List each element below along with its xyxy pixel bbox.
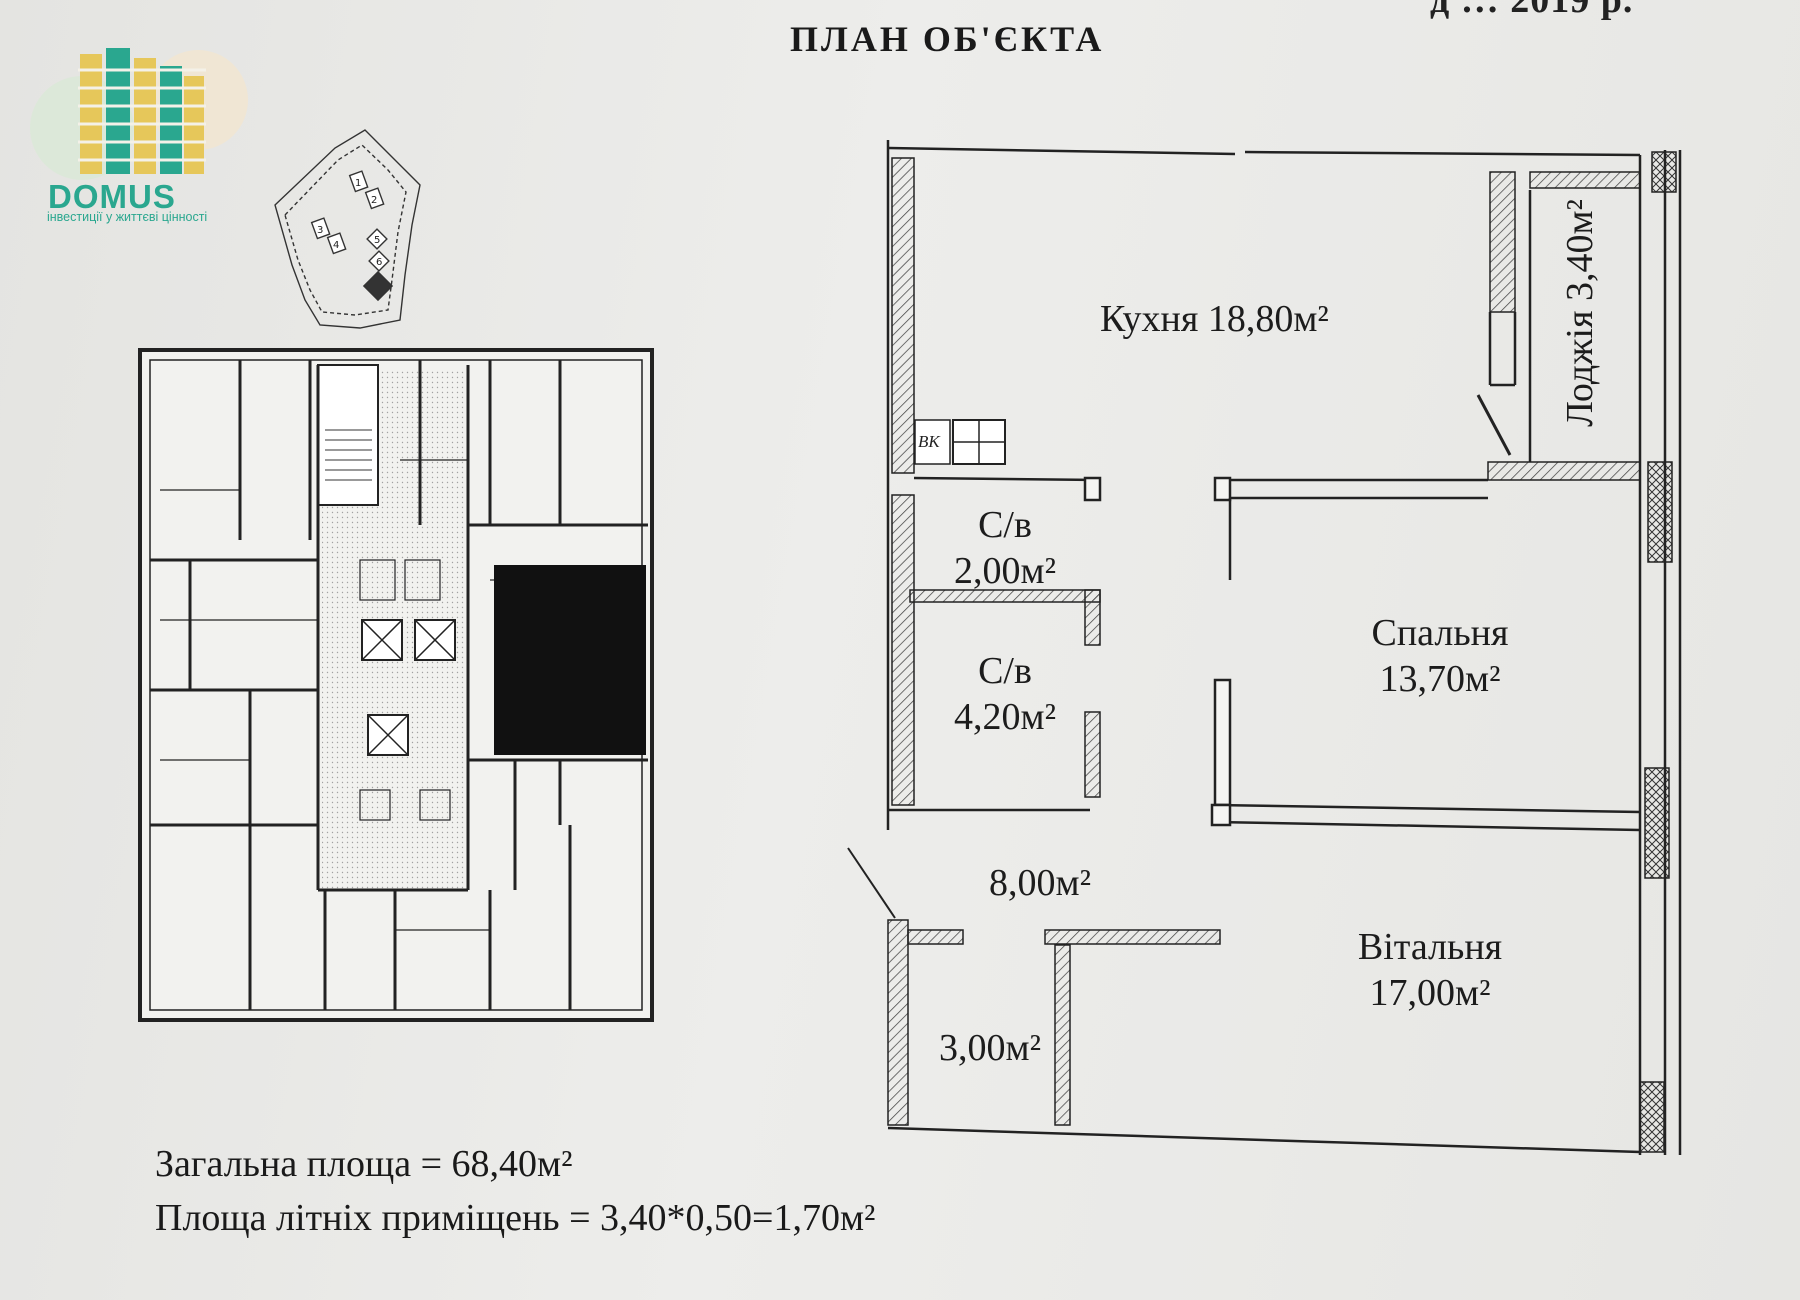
wall (1084, 589, 1101, 646)
wall-column (1647, 461, 1673, 563)
room-name: Кухня (1100, 298, 1199, 340)
total-area-line: Загальна площа = 68,40м² (155, 1143, 573, 1185)
wall (1487, 461, 1641, 481)
room-area: 3,40м² (1559, 199, 1601, 302)
room-area: 4,20м² (954, 696, 1056, 738)
summer-area-line: Площа літніх приміщень = 3,40*0,50=1,70м… (155, 1197, 876, 1239)
wall (907, 929, 964, 945)
wall (1489, 171, 1516, 313)
floor-plan-overview (138, 348, 654, 1022)
room-bath1-label: С/в 2,00м² (920, 502, 1090, 594)
room-area: 3,00м² (939, 1027, 1041, 1069)
room-name: Вітальня (1357, 926, 1503, 968)
site-plan (274, 129, 421, 329)
room-area: 18,80м² (1207, 298, 1329, 340)
room-area: 2,00м² (954, 550, 1056, 592)
logo-tagline: інвестиції у життєві цінності (47, 210, 208, 224)
room-area: 8,00м² (989, 862, 1091, 904)
room-area: 17,00м² (1369, 972, 1491, 1014)
wall (891, 494, 915, 806)
apartment-plan (847, 140, 1682, 1155)
room-area: 13,70м² (1379, 658, 1501, 700)
room-kitchen-label: Кухня 18,80м² (1100, 296, 1329, 342)
building-number: 3 (317, 225, 323, 236)
vk-label: ВК (918, 432, 940, 451)
wall (891, 157, 915, 474)
wall-column (1639, 1081, 1665, 1153)
domus-logo (30, 48, 248, 180)
building-bars-icon (78, 48, 206, 174)
page-title: ПЛАН ОБ'ЄКТА (790, 19, 1105, 59)
room-bath2-label: С/в 4,20м² (920, 648, 1090, 740)
site-plan-building-numbers: 1 2 3 4 5 6 (317, 178, 382, 268)
logo-brand: DOMUS (48, 178, 176, 215)
wall (887, 919, 909, 1126)
header-date-fragment: д … 2019 р. (1430, 0, 1634, 21)
wall (1054, 944, 1071, 1126)
building-number: 5 (374, 235, 380, 246)
room-living-label: Вітальня 17,00м² (1320, 924, 1540, 1016)
vk-shaft (914, 419, 951, 465)
room-loggia-label: Лоджія 3,40м² (1557, 163, 1603, 463)
room-name: Лоджія (1559, 310, 1601, 427)
wall (1084, 711, 1101, 798)
room-name: Спальня (1371, 612, 1509, 654)
building-number: 1 (355, 178, 361, 189)
room-bedroom-label: Спальня 13,70м² (1330, 610, 1550, 702)
room-name: С/в (978, 650, 1032, 692)
room-storage-label: 3,00м² (900, 1025, 1080, 1071)
room-name: С/в (978, 504, 1032, 546)
building-number: 2 (371, 195, 377, 206)
highlighted-apartment (494, 565, 646, 755)
building-number: 4 (333, 240, 339, 251)
room-hall-label: 8,00м² (950, 860, 1130, 906)
wall (1044, 929, 1221, 945)
building-number: 6 (376, 257, 382, 268)
